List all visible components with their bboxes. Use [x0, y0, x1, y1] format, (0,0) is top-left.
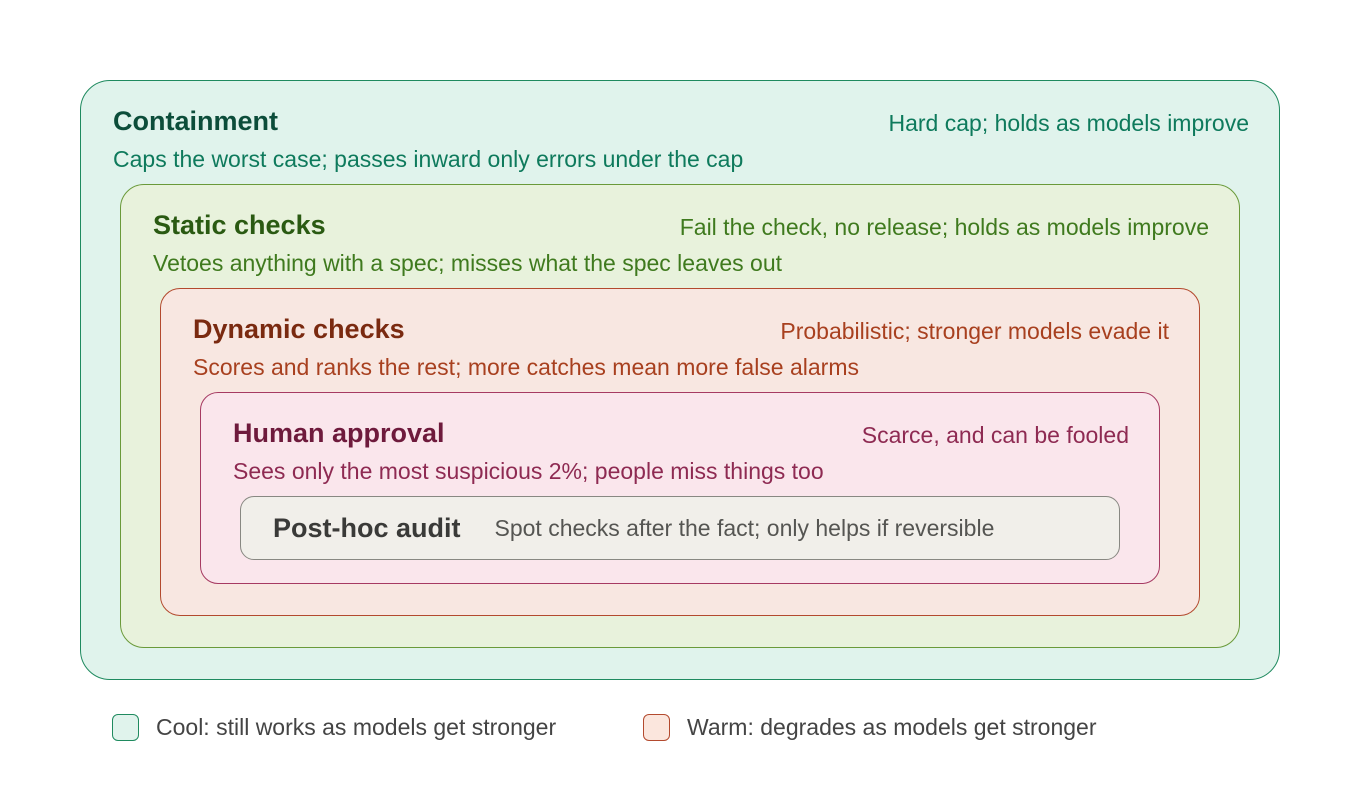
layer-title: Static checks	[153, 210, 326, 240]
legend-label: Cool: still works as models get stronger	[156, 713, 557, 740]
layer-tag: Fail the check, no release; holds as mod…	[679, 214, 1209, 240]
layer-title: Post-hoc audit	[273, 512, 461, 543]
layer-title: Human approval	[233, 418, 445, 448]
layer-description: Sees only the most suspicious 2%; people…	[233, 458, 824, 484]
legend-item-cool: Cool: still works as models get stronger	[112, 712, 556, 742]
legend-swatch-cool	[112, 713, 139, 741]
layer-description: Caps the worst case; passes inward only …	[113, 146, 744, 172]
legend-label: Warm: degrades as models get stronger	[687, 713, 1097, 740]
layer-description: Scores and ranks the rest; more catches …	[193, 354, 860, 380]
layer-title: Containment	[113, 106, 278, 136]
legend-item-warm: Warm: degrades as models get stronger	[643, 712, 1097, 742]
layer-title: Dynamic checks	[193, 314, 405, 344]
layer-description: Vetoes anything with a spec; misses what…	[153, 250, 783, 276]
layer-description: Spot checks after the fact; only helps i…	[494, 514, 995, 541]
layer-tag: Probabilistic; stronger models evade it	[780, 318, 1169, 344]
layer-post-hoc-audit: Post-hoc audit Spot checks after the fac…	[240, 496, 1120, 560]
layer-tag: Hard cap; holds as models improve	[888, 110, 1250, 136]
layer-tag: Scarce, and can be fooled	[861, 422, 1129, 448]
legend-swatch-warm	[643, 713, 670, 741]
